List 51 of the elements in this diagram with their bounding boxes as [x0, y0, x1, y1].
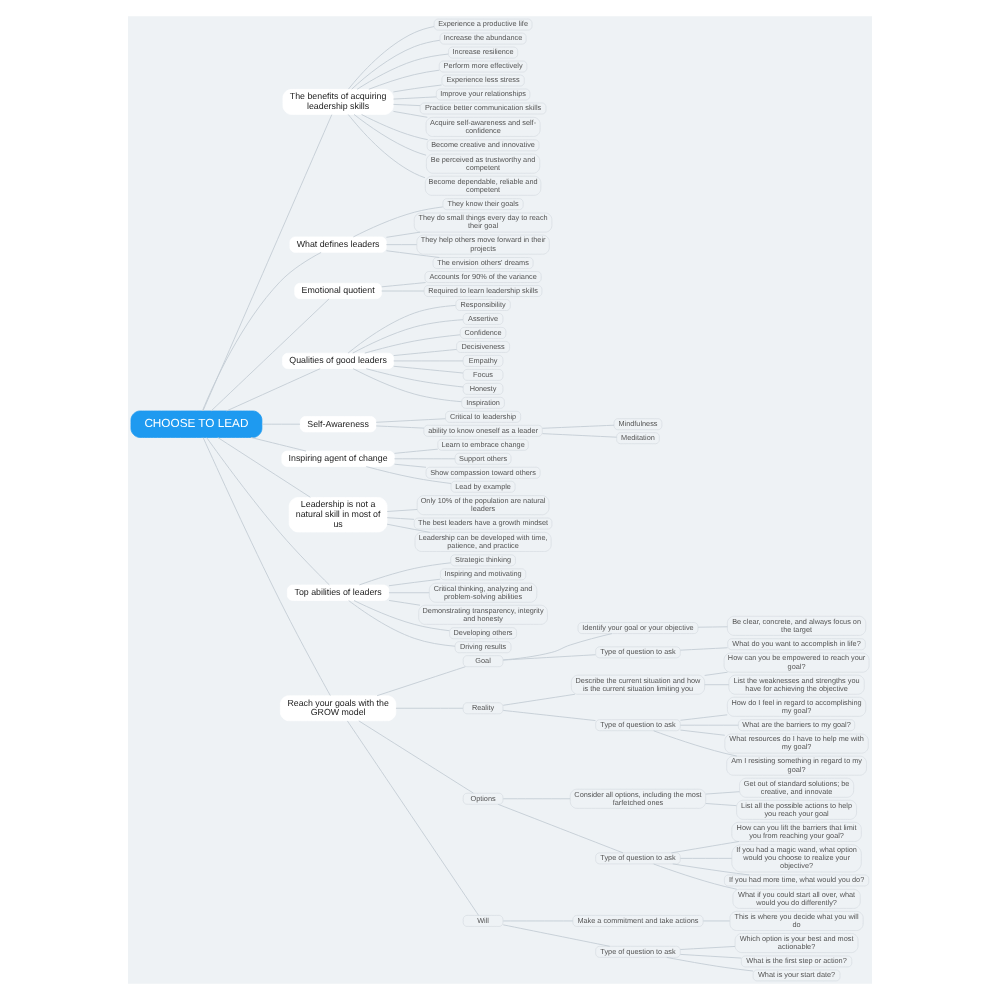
connector — [348, 600, 456, 647]
connector — [497, 803, 624, 854]
connector — [502, 693, 576, 706]
connector — [365, 466, 452, 484]
connector — [502, 709, 596, 721]
connector — [356, 53, 449, 90]
connector — [672, 863, 750, 876]
connector — [394, 448, 439, 454]
connector — [542, 424, 615, 429]
connector — [346, 720, 480, 916]
connector — [671, 841, 740, 854]
connector — [502, 633, 613, 661]
connector — [352, 319, 464, 354]
connector — [202, 114, 333, 412]
connector — [226, 368, 321, 412]
connector — [393, 349, 457, 356]
connector — [347, 114, 426, 179]
connector — [353, 600, 450, 632]
connector — [353, 206, 444, 238]
connector — [364, 334, 461, 354]
connector — [358, 562, 452, 586]
connector — [376, 666, 466, 697]
connector — [393, 365, 464, 374]
connector — [202, 437, 331, 696]
connector — [365, 368, 464, 388]
connector — [386, 244, 418, 246]
connector — [388, 578, 441, 587]
connector — [352, 368, 462, 403]
connector — [705, 791, 740, 795]
connector — [358, 720, 474, 794]
connector — [351, 39, 441, 90]
connector — [705, 803, 737, 807]
connector — [653, 730, 738, 757]
connector — [653, 863, 738, 890]
connector — [392, 84, 443, 93]
connector — [361, 114, 429, 141]
connector — [210, 298, 330, 412]
connector — [353, 114, 427, 156]
connector — [502, 654, 596, 661]
connector — [386, 523, 431, 533]
connector — [217, 437, 311, 498]
connector — [679, 857, 733, 859]
connector — [250, 437, 307, 452]
connector — [347, 305, 456, 354]
connector — [679, 946, 736, 950]
connector — [502, 924, 611, 947]
connector — [202, 252, 322, 412]
connector — [348, 26, 435, 90]
connector — [368, 69, 440, 90]
connector — [206, 437, 330, 586]
connector — [666, 956, 754, 972]
